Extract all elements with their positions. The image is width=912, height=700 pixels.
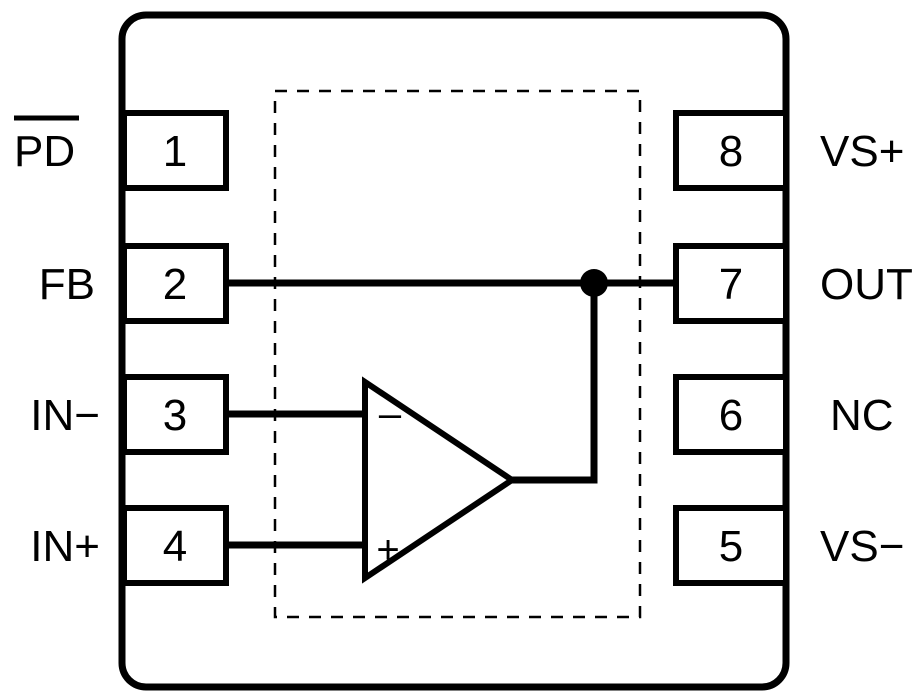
pin-box-8[interactable]: 8 [673,110,789,191]
pin-box-2[interactable]: 2 [121,243,229,324]
pin-box-1-rect[interactable] [121,110,229,191]
pin-number-5: 5 [719,522,743,571]
pin-label-6: NC [830,391,894,440]
pin-label-2: FB [39,260,95,309]
opamp-triangle [362,376,518,584]
pin-box-1[interactable]: 1 [121,110,229,191]
pin-number-1: 1 [163,127,187,176]
pin-number-7: 7 [719,260,743,309]
pin-box-7[interactable]: 7 [673,243,789,324]
pin-number-3: 3 [163,391,187,440]
opamp-inverting-sign: – [379,392,402,436]
pin-number-8: 8 [719,127,743,176]
feedback-junction-dot [580,269,608,297]
pin-label-7: OUT [820,260,912,309]
pin-box-8-rect[interactable] [673,110,789,191]
pin-box-3-rect[interactable] [121,374,229,455]
pin-box-6[interactable]: 6 [673,374,789,455]
opamp-noninverting-sign: + [376,528,399,572]
output-net-wire [512,283,598,484]
pin-label-1: PD [14,127,75,176]
pin-box-5[interactable]: 5 [673,505,789,586]
pin-label-1-group: PD [14,115,79,176]
pin-box-3[interactable]: 3 [121,374,229,455]
pin-number-6: 6 [719,391,743,440]
pin-box-4[interactable]: 4 [121,505,229,586]
pin-box-6-rect[interactable] [673,374,789,455]
pin-label-5: VS− [820,522,904,571]
pin-label-3: IN− [30,391,100,440]
pin-number-2: 2 [163,260,187,309]
pin-label-4: IN+ [30,522,100,571]
pin-box-5-rect[interactable] [673,505,789,586]
pin-number-4: 4 [163,522,187,571]
pin-label-8: VS+ [820,127,904,176]
chip-body-outline [118,11,790,691]
die-dashed-boundary [273,89,642,619]
